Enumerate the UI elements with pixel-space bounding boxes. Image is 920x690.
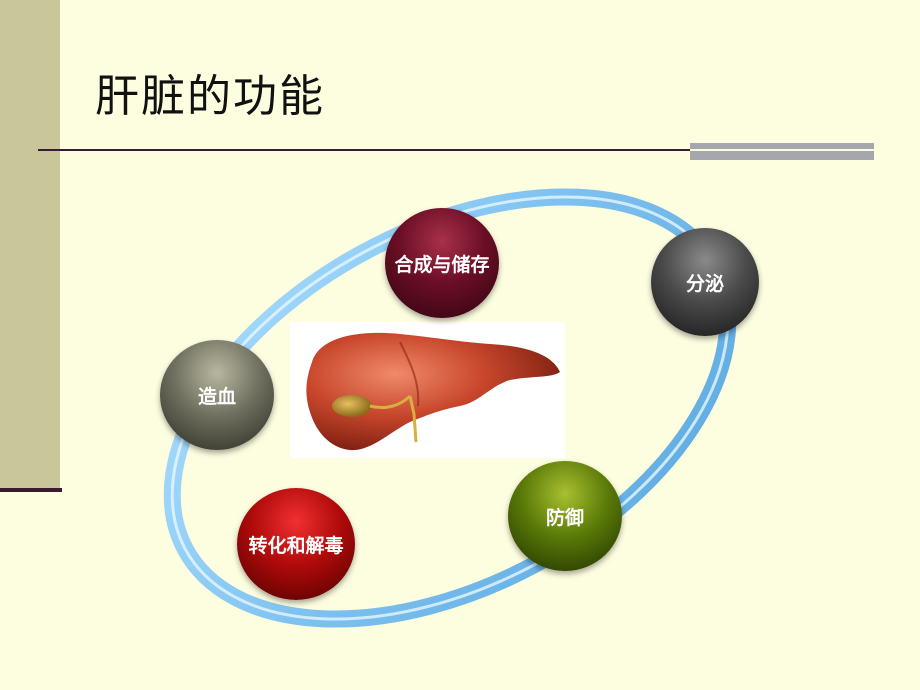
gallbladder bbox=[332, 395, 372, 417]
page-title: 肝脏的功能 bbox=[95, 71, 325, 122]
node-synthesis-storage: 合成与储存 bbox=[385, 208, 499, 318]
liver-icon bbox=[306, 332, 560, 451]
node-hematopoiesis: 造血 bbox=[160, 340, 274, 450]
node-secretion: 分泌 bbox=[651, 228, 759, 336]
node-transformation-detox: 转化和解毒 bbox=[237, 488, 355, 600]
sidebar-underline bbox=[0, 488, 62, 492]
title-accent-bar bbox=[690, 143, 874, 160]
sidebar-decoration bbox=[0, 0, 60, 490]
liver-lobe bbox=[306, 332, 560, 451]
node-defense: 防御 bbox=[508, 461, 622, 571]
liver-image bbox=[290, 322, 565, 458]
title-divider bbox=[38, 149, 874, 151]
